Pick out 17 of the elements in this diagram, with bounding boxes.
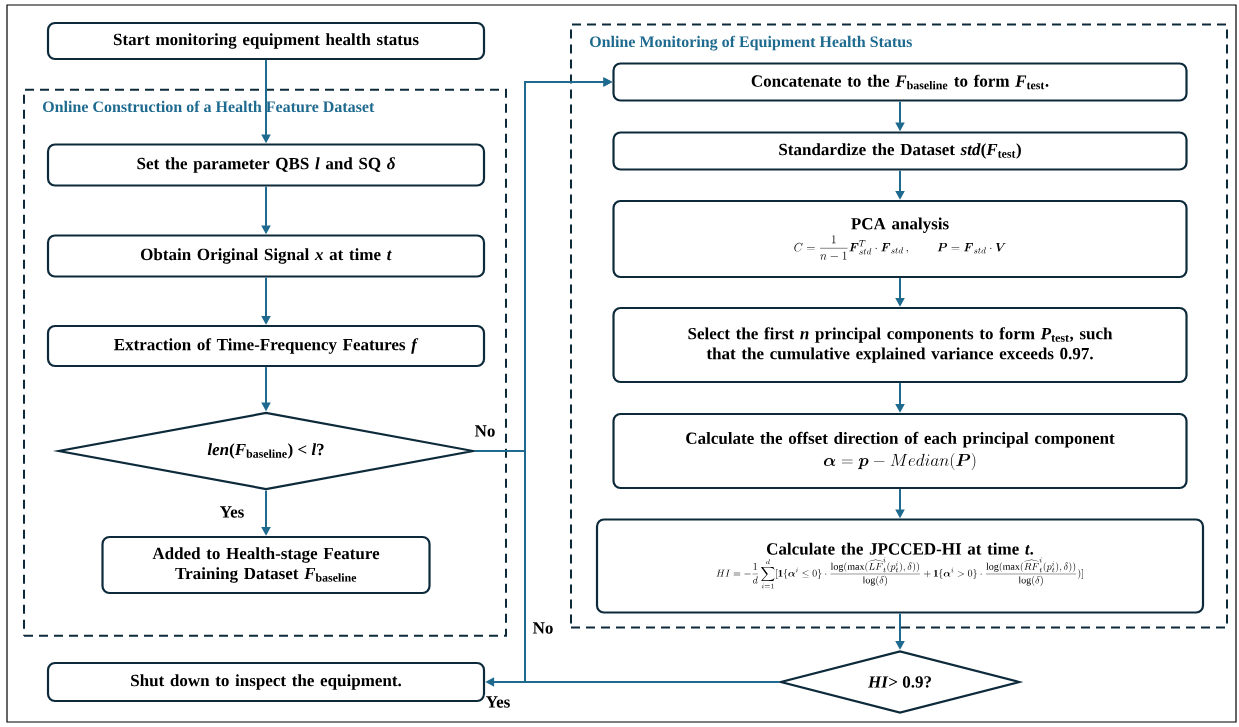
process-box: Concatenate to the F$_{baseline}$ to form F$_{test}$. (612, 62, 1188, 102)
edge-label: Yes (218, 505, 246, 519)
arrow (524, 77, 781, 683)
process-box: Added to Health-stage Feature Training Dataset F$_{baseline}$ (101, 535, 431, 595)
edge-label: No (531, 621, 555, 635)
process-box: Calculate the JPCCED-HI at time t. $HI = -\frac{1}{d}\sum_{i=1}^{d}[\mathbf{1}\{\boldsymbol{\alpha}^{i}\le 0\}\cdot\frac{\log(\max(\widehat{LF}_t^i(p_t^i),\delta))}{\log(\delta)} + \mathbf{1}\{\boldsymbol{\alpha}^{i}> 0\}\cdot\frac{\log(\max(\widehat{RF}_t^i(p_t^i),\delta))}{\log(\delta)})]$ (595, 518, 1205, 614)
process-box: Obtain Original Signal x at time t (46, 234, 486, 278)
process-box: Start monitoring equipment health status (46, 21, 486, 61)
process-box: Standardize the Dataset std(F$_{test}$) (612, 131, 1188, 171)
edge-label: Yes (484, 695, 512, 709)
process-box: Select the first n principal components to form P$_{test}$, such that the cumulative explained variance exceeds 0.97. (612, 306, 1188, 384)
process-box: PCA analysis $C = \frac{1}{n-1}\boldsymbol{F}_{std}^{T}\cdot\boldsymbol{F}_{std}\,, \qquad \boldsymbol{P} = \boldsymbol{F}_{std}\cdot\boldsymbol{V}$ (612, 199, 1188, 279)
process-box: Extraction of Time-Frequency Features f (46, 324, 486, 368)
process-box: Shut down to inspect the equipment. (46, 661, 486, 703)
edge-label: No (473, 424, 497, 438)
process-box: Calculate the offset direction of each principal component $\boldsymbol{\alpha} = \boldsymbol{p} - Median(\boldsymbol{P})$ (612, 412, 1188, 490)
process-box: Set the parameter QBS l and SQ δ (46, 143, 486, 187)
